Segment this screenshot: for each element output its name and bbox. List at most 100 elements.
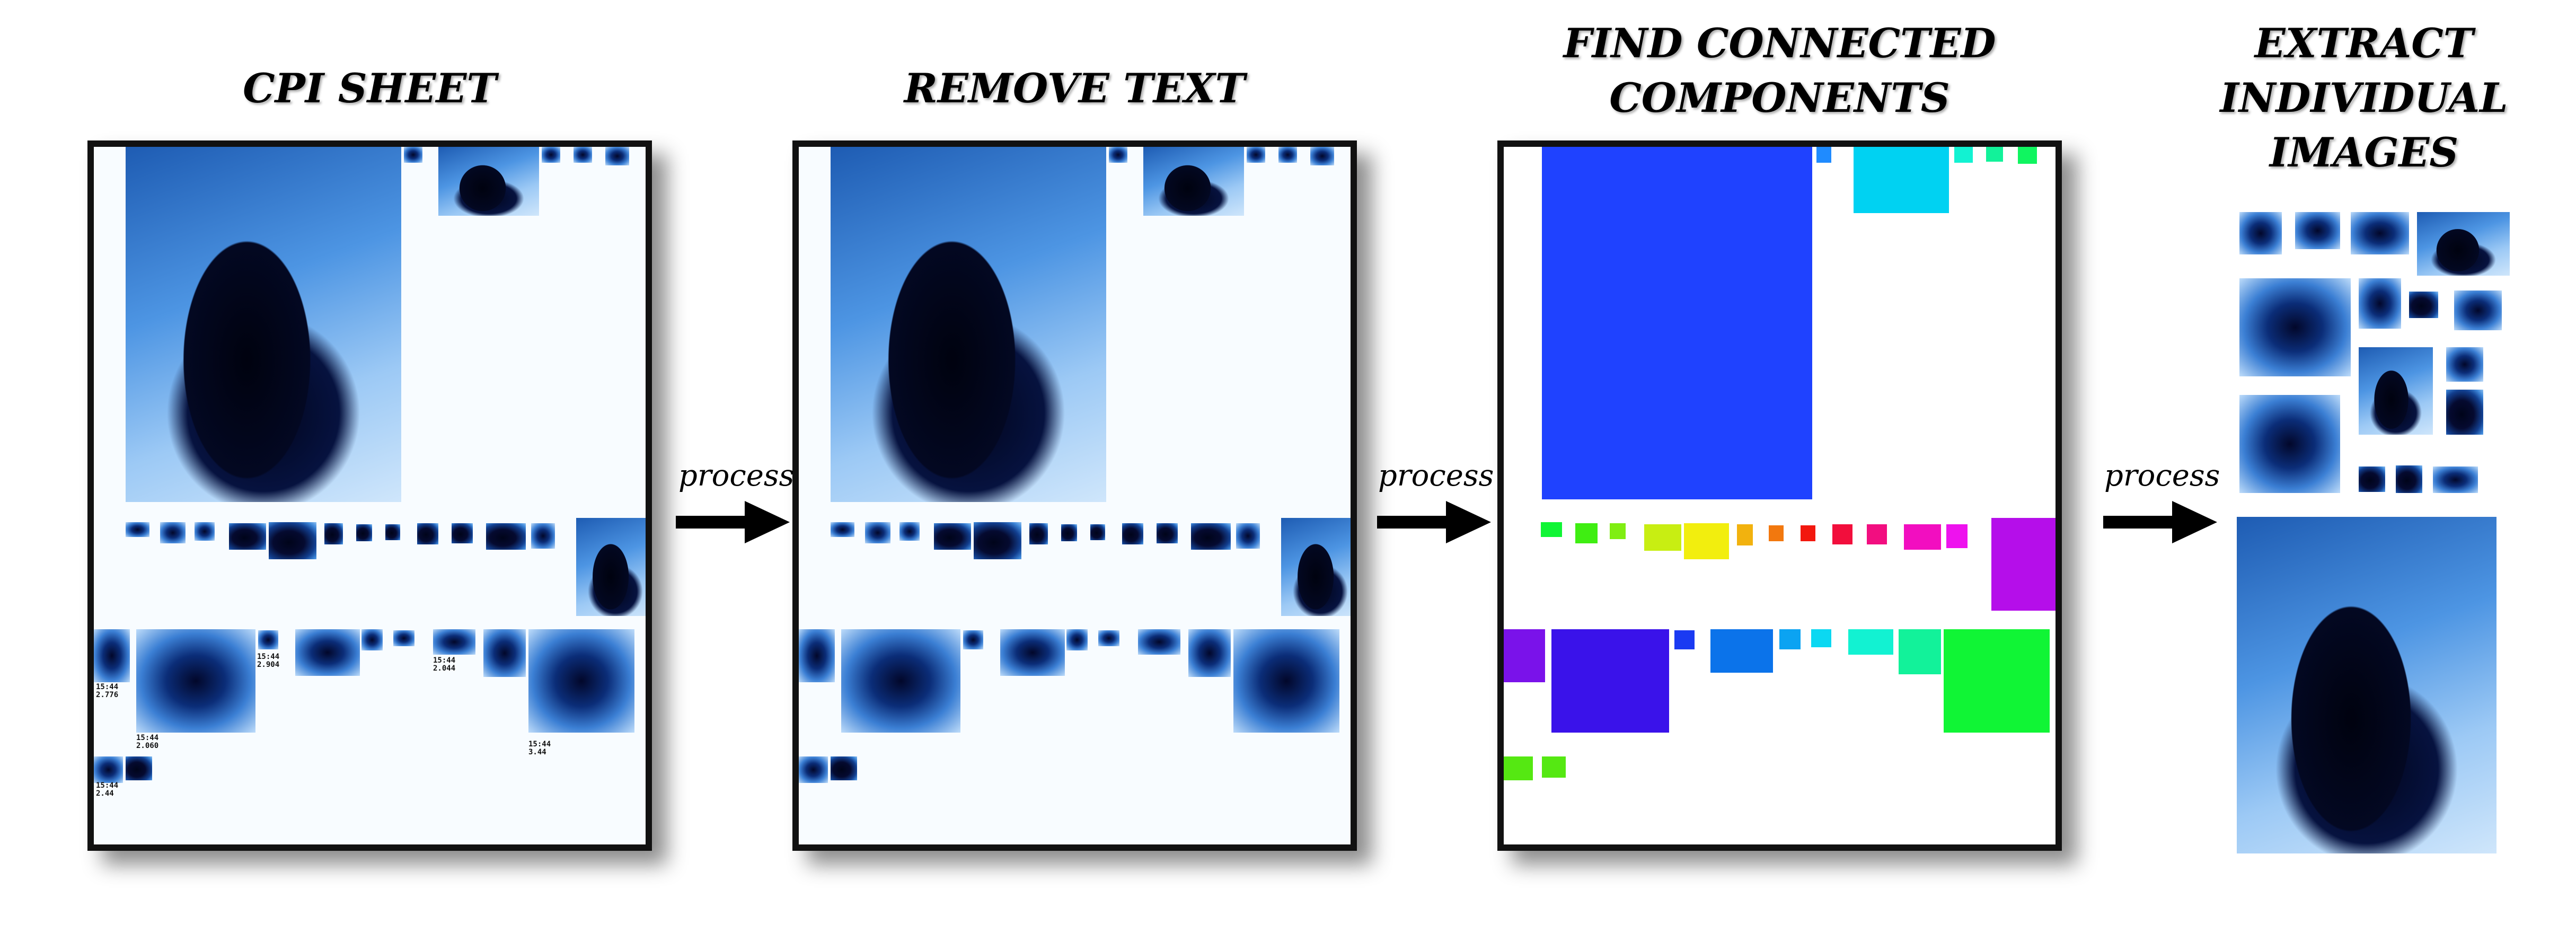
crystal-thumbnail [831, 522, 854, 537]
component-blob [1946, 524, 1968, 548]
crystal-thumbnail [899, 522, 920, 541]
crystal-thumbnail [1247, 147, 1265, 163]
component-blob [1504, 629, 1545, 682]
component-blob [1867, 524, 1887, 544]
step-title-extract-images: EXTRACT INDIVIDUAL IMAGES [2200, 16, 2528, 180]
component-blob [1542, 147, 1812, 499]
component-blob [1551, 629, 1669, 733]
crystal-thumbnail [1281, 518, 1351, 616]
component-blob [1991, 518, 2055, 611]
extracted-image [2446, 390, 2483, 435]
crystal-thumbnail [1310, 147, 1334, 165]
crystal-thumbnail [417, 523, 438, 544]
component-blob [1848, 629, 1893, 655]
extracted-image [2359, 466, 2385, 492]
crystal-thumbnail [1188, 629, 1231, 677]
crystal-thumbnail [94, 629, 130, 682]
extracted-image [2396, 465, 2422, 493]
extracted-image [2359, 278, 2401, 329]
extracted-image [2446, 347, 2483, 382]
crystal-thumbnail [1109, 147, 1127, 163]
component-blob [1541, 522, 1562, 537]
crystal-thumbnail [1000, 629, 1065, 676]
crystal-thumbnail [486, 523, 526, 550]
arrow-right-icon [1377, 501, 1491, 543]
crystal-thumbnail [1061, 524, 1077, 541]
connected-components-panel [1497, 140, 2062, 851]
crystal-thumbnail [433, 629, 475, 655]
component-blob [2018, 147, 2037, 164]
extracted-image [2359, 347, 2433, 435]
crystal-thumbnail [934, 523, 971, 550]
component-blob [1854, 147, 1949, 213]
crystal-thumbnail [438, 147, 539, 216]
title-line: EXTRACT [2254, 20, 2474, 67]
crystal-thumbnail [94, 756, 123, 783]
crystal-thumbnail [576, 518, 646, 616]
title-line: FIND CONNECTED [1563, 20, 1996, 67]
extracted-image [2239, 278, 2351, 376]
extracted-image [2239, 212, 2282, 254]
component-blob [1832, 524, 1852, 544]
component-blob [1944, 629, 2050, 733]
crystal-thumbnail [195, 522, 215, 541]
remove-text-panel [792, 140, 1357, 851]
crystal-thumbnail [1098, 630, 1119, 646]
crystal-thumbnail [1138, 629, 1180, 655]
component-blob [1811, 629, 1831, 647]
component-blob [1610, 523, 1626, 539]
crystal-thumbnail [831, 756, 857, 780]
crystal-thumbnail [356, 524, 372, 541]
title-line: IMAGES [2269, 129, 2459, 176]
component-blob [1710, 629, 1773, 673]
component-blob [1954, 147, 1973, 163]
crystal-thumbnail [1143, 147, 1244, 216]
extracted-image [2433, 466, 2478, 493]
crystal-thumbnail [963, 630, 983, 649]
component-blob [1801, 525, 1815, 541]
crystal-thumbnail [452, 523, 473, 543]
crystal-thumbnail [229, 523, 266, 550]
extracted-large-image [2237, 517, 2496, 853]
component-blob [1575, 523, 1598, 543]
process-label: process [1378, 459, 1494, 493]
crystal-thumbnail [1122, 523, 1143, 544]
crystal-thumbnail [799, 629, 835, 682]
extracted-image [2409, 292, 2438, 318]
crystal-thumbnail [1066, 629, 1088, 650]
extracted-image [2239, 395, 2340, 493]
component-blob [1684, 523, 1729, 559]
component-blob [1904, 524, 1941, 550]
crystal-thumbnail [385, 524, 400, 540]
crystal-thumbnail [1029, 523, 1048, 544]
component-blob [1899, 629, 1941, 674]
crystal-thumbnail [542, 147, 560, 163]
arrow-right-icon [676, 501, 790, 543]
extracted-image [2454, 290, 2502, 330]
component-blob [1504, 756, 1533, 780]
title-line: COMPONENTS [1609, 74, 1950, 121]
crystal-thumbnail [799, 756, 828, 783]
large-crystal-image [126, 147, 401, 502]
extracted-image [2295, 212, 2340, 249]
component-blob [1816, 147, 1831, 163]
crystal-thumbnail [865, 522, 890, 543]
crystal-thumbnail [160, 522, 186, 543]
process-label: process [678, 459, 795, 493]
crystal-thumbnail [361, 629, 383, 650]
crystal-thumbnail [1191, 523, 1231, 550]
step-title-cpi-sheet: CPI SHEET [243, 65, 497, 112]
component-blob [1986, 147, 2003, 162]
component-blob [1737, 524, 1753, 545]
crystal-thumbnail [393, 630, 414, 646]
component-blob [1644, 524, 1681, 551]
crystal-thumbnail [136, 629, 255, 733]
large-crystal-image [831, 147, 1106, 502]
step-title-remove-text: REMOVE TEXT [904, 65, 1246, 112]
